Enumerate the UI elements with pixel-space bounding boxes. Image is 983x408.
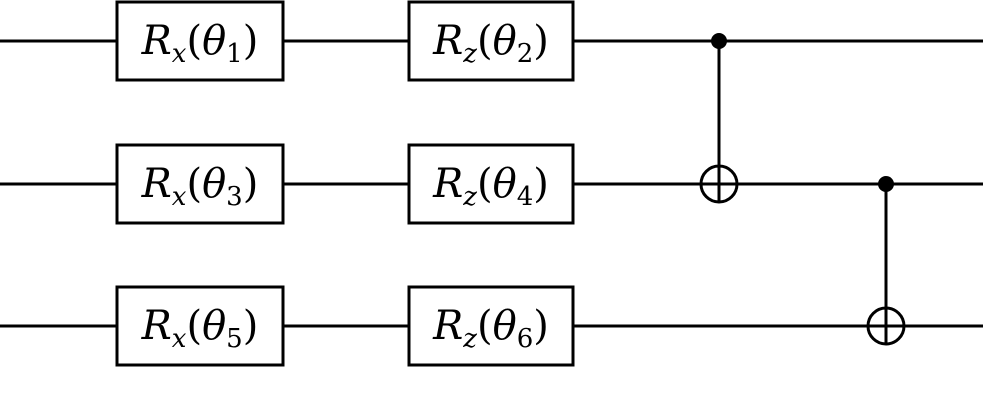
gate-param-symbol: θ [202, 161, 226, 207]
gate-rx-5: Rx(θ5) [115, 285, 285, 367]
cnot-control-dot [711, 33, 727, 49]
cnot-gate-1 [699, 33, 739, 204]
gate-name: R [432, 303, 463, 349]
gate-box [115, 0, 285, 82]
gate-rz-6: Rz(θ6) [407, 285, 575, 367]
gate-paren-close: ) [243, 303, 259, 349]
gate-label: Rx(θ1) [141, 18, 259, 69]
gate-param-index: 6 [517, 324, 534, 354]
gate-rz-4: Rz(θ4) [407, 143, 575, 225]
gate-param-index: 5 [226, 324, 243, 354]
gate-name: R [432, 161, 463, 207]
gate-box [407, 0, 575, 82]
gate-axis: x [172, 324, 187, 354]
gate-name: R [141, 18, 172, 64]
cnot-gate-2 [866, 176, 906, 346]
gate-param-symbol: θ [493, 303, 517, 349]
gate-axis: z [462, 182, 477, 212]
gate-label: Rz(θ6) [432, 303, 549, 354]
gate-paren-close: ) [533, 303, 549, 349]
gate-param-index: 2 [517, 39, 534, 69]
gate-param-symbol: θ [202, 303, 226, 349]
gate-rx-3: Rx(θ3) [115, 143, 285, 225]
gate-rz-2: Rz(θ2) [407, 0, 575, 82]
gate-paren-open: ( [477, 18, 493, 64]
gate-label: Rz(θ2) [432, 18, 549, 69]
gate-param-index: 4 [517, 182, 534, 212]
gate-box [115, 143, 285, 225]
gate-paren-open: ( [477, 161, 493, 207]
gate-paren-open: ( [186, 303, 202, 349]
gate-param-symbol: θ [493, 161, 517, 207]
gate-paren-open: ( [186, 18, 202, 64]
gate-name: R [141, 161, 172, 207]
gate-label: Rz(θ4) [432, 161, 549, 212]
gate-name: R [432, 18, 463, 64]
gate-param-index: 3 [226, 182, 243, 212]
gate-paren-close: ) [243, 18, 259, 64]
gate-param-symbol: θ [493, 18, 517, 64]
gate-box [115, 285, 285, 367]
gate-label: Rx(θ3) [141, 161, 259, 212]
gate-axis: z [462, 324, 477, 354]
gate-param-index: 1 [226, 39, 243, 69]
gate-axis: x [172, 182, 187, 212]
gate-box [407, 285, 575, 367]
gate-name: R [141, 303, 172, 349]
gate-label: Rx(θ5) [141, 303, 259, 354]
gate-paren-close: ) [533, 18, 549, 64]
gate-param-symbol: θ [202, 18, 226, 64]
gate-paren-open: ( [477, 303, 493, 349]
gate-paren-close: ) [533, 161, 549, 207]
gate-paren-open: ( [186, 161, 202, 207]
gate-axis: x [172, 39, 187, 69]
cnot-control-dot [878, 176, 894, 192]
gate-axis: z [462, 39, 477, 69]
gate-paren-close: ) [243, 161, 259, 207]
gate-rx-1: Rx(θ1) [115, 0, 285, 82]
gate-box [407, 143, 575, 225]
